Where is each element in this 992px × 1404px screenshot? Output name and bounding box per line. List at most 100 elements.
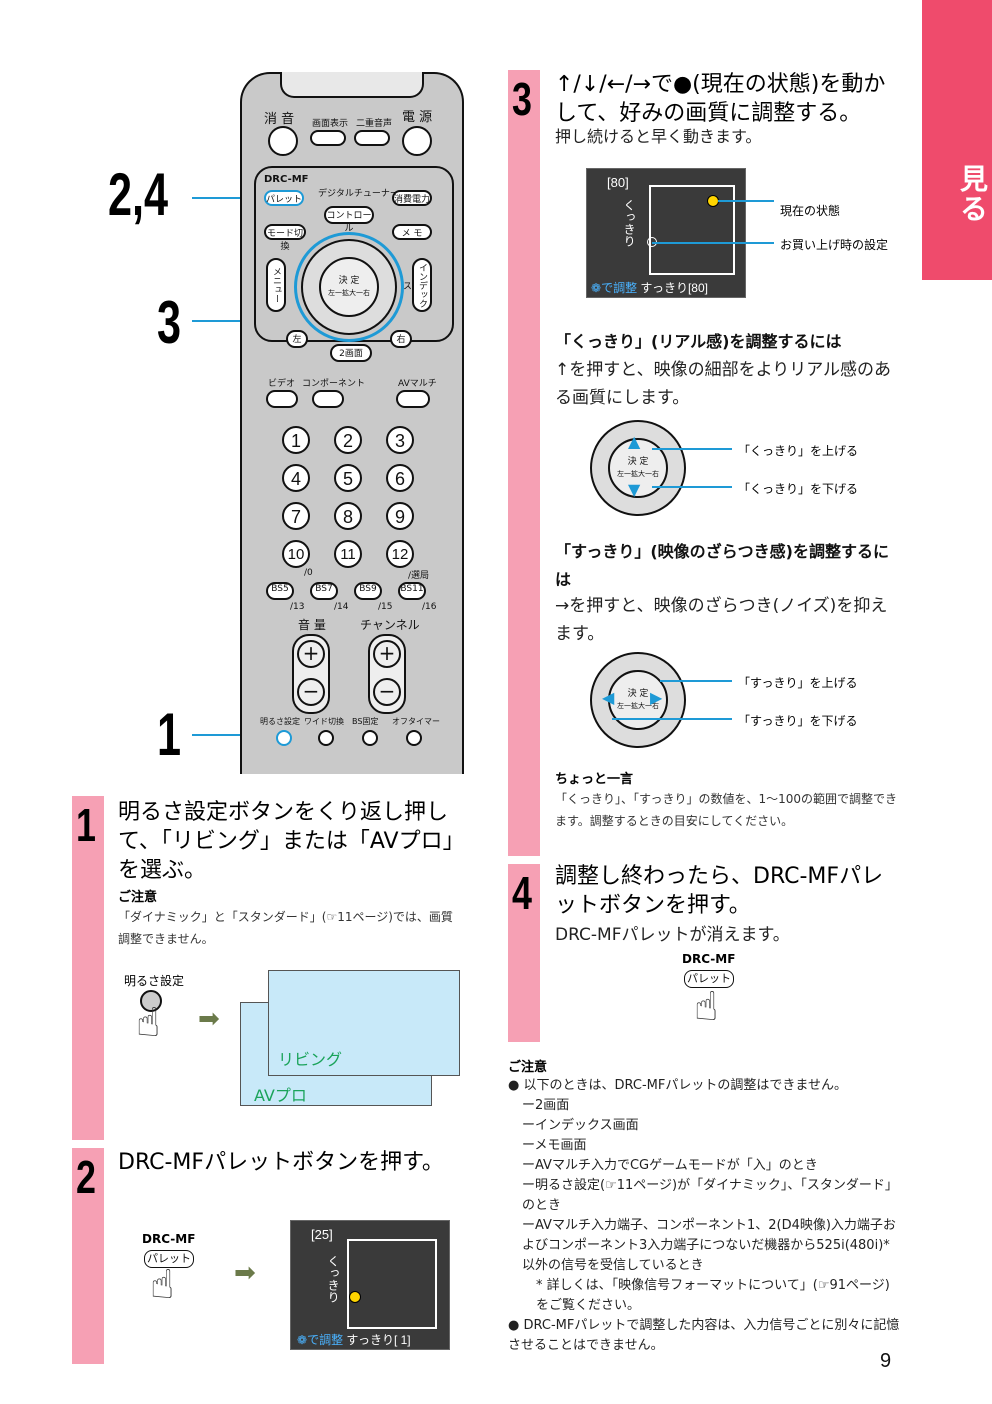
caution-item: ーメモ画面 bbox=[522, 1138, 587, 1153]
step1-note-title: ご注意 bbox=[118, 890, 158, 905]
num-3-button[interactable]: 3 bbox=[386, 426, 414, 454]
volume-rocker[interactable]: + − bbox=[292, 634, 330, 714]
caution-title: ご注意 bbox=[508, 1060, 548, 1075]
display-button[interactable] bbox=[310, 130, 346, 146]
num-5-button[interactable]: 5 bbox=[334, 464, 362, 492]
bs7-button[interactable]: BS7 bbox=[310, 582, 338, 600]
control-button[interactable]: コントロール bbox=[324, 206, 374, 234]
brightness-illustration-button bbox=[140, 990, 162, 1012]
wide-label: ワイド切換 bbox=[304, 717, 344, 726]
num-4-button[interactable]: 4 bbox=[282, 464, 310, 492]
off-timer-label: オフタイマー bbox=[392, 717, 440, 726]
num-8-button[interactable]: 8 bbox=[334, 502, 362, 530]
channel-label: チャンネル bbox=[360, 618, 420, 632]
sharp-up-line bbox=[652, 448, 732, 450]
off-timer-button[interactable] bbox=[406, 730, 422, 746]
tip-text: 「くっきり」、「すっきり」の数値を、1〜100の範囲で調整できます。調整するとき… bbox=[555, 792, 898, 828]
remote-ir-window bbox=[280, 72, 424, 98]
dpad[interactable]: 決 定左一拡大一右 bbox=[301, 239, 397, 335]
av-multi-label: AVマルチ bbox=[398, 379, 437, 389]
av-multi-button[interactable] bbox=[396, 390, 430, 408]
caution-footnote: * 詳しくは、「映像信号フォーマットについて」(☞91ページ)をご覧ください。 bbox=[536, 1278, 890, 1313]
num-10-button[interactable]: 10 bbox=[282, 540, 310, 568]
default-callout-line bbox=[652, 242, 774, 244]
component-label: コンポーネント bbox=[302, 379, 366, 389]
bs5-button[interactable]: BS5 bbox=[266, 582, 294, 600]
component-button[interactable] bbox=[312, 390, 344, 408]
channel-down-icon[interactable]: − bbox=[373, 678, 401, 706]
arrow-right-icon: ➡ bbox=[198, 1004, 220, 1034]
step2-palette-button: パレット bbox=[144, 1250, 194, 1268]
remote-control: 消 音 画面表示 二重音声 電 源 DRC-MF パレット デジタルチューナー … bbox=[240, 72, 464, 774]
step2-drc-label: DRC-MF bbox=[142, 1232, 196, 1246]
clean-right-arrow-icon: ▶ bbox=[650, 688, 663, 707]
clean-dial-decide: 決 定 bbox=[627, 689, 649, 699]
brightness-button[interactable] bbox=[276, 730, 292, 746]
power-label: 電 源 bbox=[402, 110, 433, 125]
sharp-down-arrow-icon: ▼ bbox=[628, 480, 641, 499]
step2-current-dot bbox=[349, 1291, 361, 1303]
mode-switch-button[interactable]: モード切換 bbox=[264, 224, 306, 252]
bs11-button[interactable]: BS11 bbox=[398, 582, 426, 600]
volume-down-icon[interactable]: − bbox=[297, 678, 325, 706]
sharp-heading: 「くっきり」(リアル感)を調整するには bbox=[555, 332, 842, 351]
step1-heading: 明るさ設定ボタンをくり返し押して、「リビング」または「AVプロ」を選ぶ。 bbox=[118, 800, 465, 883]
bs7-sub: /14 bbox=[334, 602, 349, 612]
num-9-button[interactable]: 9 bbox=[386, 502, 414, 530]
num-11-button[interactable]: 11 bbox=[334, 540, 362, 568]
option-av-pro: AVプロ bbox=[254, 1086, 307, 1105]
power-button[interactable] bbox=[402, 126, 432, 156]
two-screen-button[interactable]: 2画面 bbox=[330, 344, 372, 362]
step4-body: DRC-MFパレットが消えます。 bbox=[555, 925, 790, 945]
caution-item: ーAVマルチ入力でCGゲームモードが「入」のとき bbox=[522, 1158, 818, 1173]
callout-1: 1 bbox=[157, 701, 182, 768]
wide-button[interactable] bbox=[318, 730, 334, 746]
step2-bar bbox=[72, 1148, 104, 1364]
callout-3: 3 bbox=[157, 289, 182, 356]
step2-screen-value: [25] bbox=[311, 1227, 333, 1242]
volume-up-icon[interactable]: + bbox=[297, 640, 325, 668]
decide-button[interactable]: 決 定左一拡大一右 bbox=[319, 257, 379, 317]
mute-button[interactable] bbox=[268, 126, 298, 156]
right-button[interactable]: 右 bbox=[390, 330, 412, 348]
drc-mf-label: DRC-MF bbox=[264, 174, 309, 185]
num-1-button[interactable]: 1 bbox=[282, 426, 310, 454]
bs11-sub: /16 bbox=[422, 602, 437, 612]
num-7-button[interactable]: 7 bbox=[282, 502, 310, 530]
callout-line-1 bbox=[192, 734, 276, 736]
palette-button[interactable]: パレット bbox=[264, 190, 304, 206]
step3-screen-vertical: くっきり bbox=[622, 199, 636, 247]
clean-up-line bbox=[660, 680, 732, 682]
num-12-button[interactable]: 12 bbox=[386, 540, 414, 568]
sharp-down-line bbox=[652, 486, 732, 488]
num-6-button[interactable]: 6 bbox=[386, 464, 414, 492]
option-panel-front bbox=[268, 970, 460, 1076]
channel-up-icon[interactable]: + bbox=[373, 640, 401, 668]
num-2-button[interactable]: 2 bbox=[334, 426, 362, 454]
left-button[interactable]: 左 bbox=[286, 330, 308, 348]
option-living: リビング bbox=[278, 1050, 343, 1069]
power-save-button[interactable]: 消費電力 bbox=[392, 190, 432, 206]
clean-down-line bbox=[612, 718, 732, 720]
bs9-button[interactable]: BS9 bbox=[354, 582, 382, 600]
channel-rocker[interactable]: + − bbox=[368, 634, 406, 714]
section-tab: 見る bbox=[922, 0, 992, 280]
memo-button[interactable]: メ モ bbox=[392, 224, 432, 240]
volume-label: 音 量 bbox=[298, 618, 326, 632]
sharp-dial-sub: 左一拡大一右 bbox=[617, 470, 659, 478]
sharp-dial-decide: 決 定 bbox=[627, 457, 649, 467]
menu-button[interactable]: メニュー bbox=[266, 258, 286, 312]
video-button[interactable] bbox=[266, 390, 298, 408]
dual-audio-button[interactable] bbox=[354, 130, 390, 146]
step2-heading: DRC-MFパレットボタンを押す。 bbox=[118, 1150, 444, 1175]
step3-bar bbox=[508, 70, 540, 856]
index-button[interactable]: インデックス bbox=[401, 258, 432, 312]
digital-tuner-label: デジタルチューナー bbox=[318, 189, 399, 199]
clean-body: →を押すと、映像のざらつき(ノイズ)を抑えます。 bbox=[555, 596, 888, 644]
bs-fixed-button[interactable] bbox=[362, 730, 378, 746]
current-callout-line bbox=[718, 200, 774, 202]
dpad-highlight bbox=[294, 232, 404, 342]
brightness-label: 明るさ設定 bbox=[260, 717, 300, 726]
sharp-down-label: 「くっきり」を下げる bbox=[738, 482, 859, 496]
step2-screen-vertical: くっきり bbox=[326, 1255, 340, 1303]
